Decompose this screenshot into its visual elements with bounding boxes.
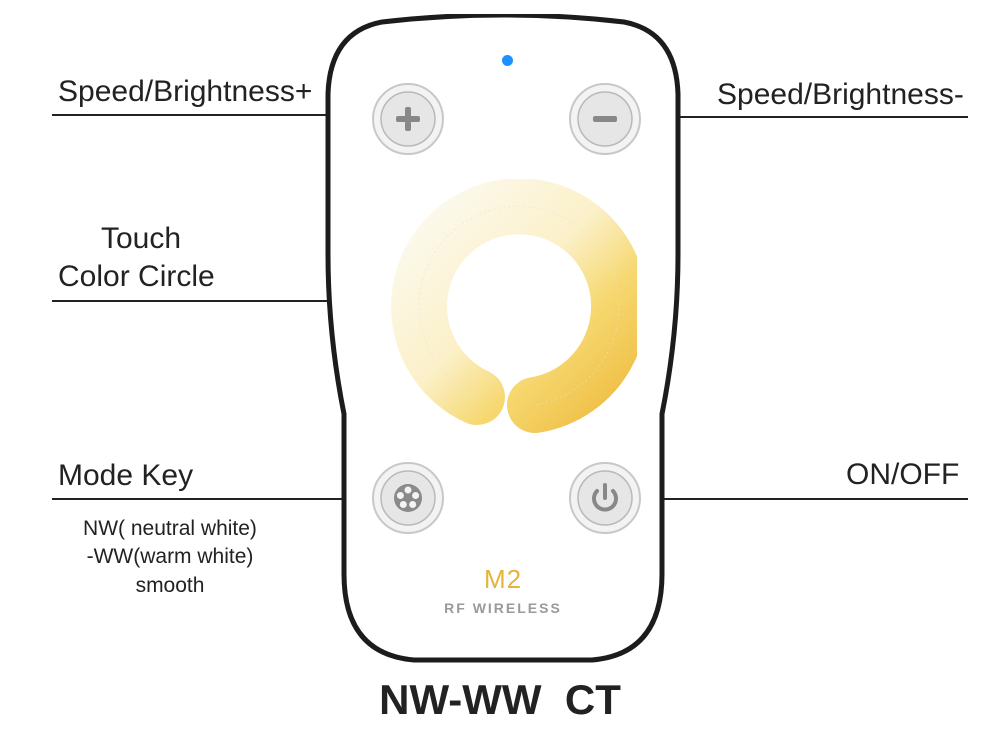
remote-control: M2 RF WIRELESS	[322, 14, 684, 666]
mode-key-label: Mode Key	[58, 461, 193, 491]
speed-brightness-minus-label: Speed/Brightness-	[717, 80, 964, 110]
minus-icon	[567, 81, 643, 157]
touch-leader	[52, 300, 358, 302]
mode-key-leader	[52, 498, 358, 500]
speed-plus-leader	[52, 114, 358, 116]
page-title: NW-WW CT	[0, 676, 1000, 724]
power-button[interactable]	[567, 460, 643, 536]
mode-dots-icon	[370, 460, 446, 536]
rf-wireless-text: RF WIRELESS	[413, 600, 593, 616]
on-off-label: ON/OFF	[846, 460, 959, 490]
mode-key-button[interactable]	[370, 460, 446, 536]
plus-icon	[370, 81, 446, 157]
minus-button[interactable]	[567, 81, 643, 157]
brand-logo: M2	[453, 564, 553, 595]
touch-label: Touch	[101, 224, 181, 254]
plus-button[interactable]	[370, 81, 446, 157]
on-off-leader	[660, 498, 968, 500]
power-icon	[567, 460, 643, 536]
status-led	[502, 55, 513, 66]
touch-color-ring[interactable]	[377, 179, 637, 439]
mode-desc-line-2: -WW(warm white)	[55, 544, 285, 569]
speed-brightness-plus-label: Speed/Brightness+	[58, 77, 312, 107]
mode-desc-line-1: NW( neutral white)	[55, 516, 285, 541]
speed-minus-leader	[660, 116, 968, 118]
color-circle-label: Color Circle	[58, 262, 215, 292]
mode-desc-line-3: smooth	[55, 573, 285, 598]
